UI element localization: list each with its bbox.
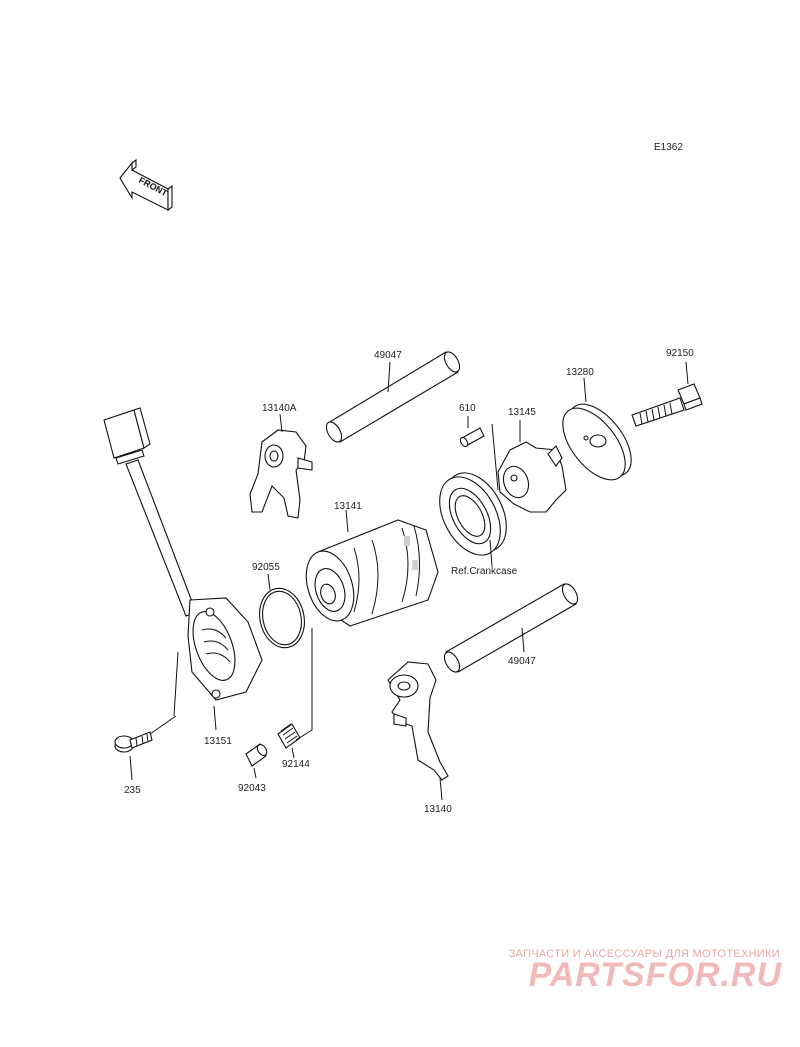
screw-235 [114, 715, 177, 781]
part-label-49047-upper: 49047 [374, 350, 402, 361]
part-label-235: 235 [124, 785, 141, 796]
o-ring-92055 [259, 573, 305, 649]
plate-13280 [562, 377, 632, 481]
spring-92144 [277, 628, 313, 759]
shift-fork-13140a [249, 413, 313, 519]
shift-rod-lower [443, 583, 579, 673]
part-label-610: 610 [459, 403, 476, 414]
watermark-logo: PARTSFOR.RU [528, 956, 782, 994]
part-label-92144: 92144 [282, 759, 310, 770]
sensor-13151 [103, 407, 263, 731]
pin-610 [459, 416, 485, 448]
part-label-92055: 92055 [252, 562, 280, 573]
watermark: ЗАПЧАСТИ И АКСЕССУАРЫ ДЛЯ МОТОТЕХНИКИ PA… [470, 948, 800, 995]
part-label-49047-lower: 49047 [508, 656, 536, 667]
front-arrow-icon: FRONT [119, 158, 173, 212]
part-label-13145: 13145 [508, 407, 536, 418]
watermark-tagline: ЗАПЧАСТИ И АКСЕССУАРЫ ДЛЯ МОТОТЕХНИКИ [508, 948, 780, 960]
part-label-13141: 13141 [334, 501, 362, 512]
part-label-92043: 92043 [238, 783, 266, 794]
part-label-13151: 13151 [204, 736, 232, 747]
part-label-13140a: 13140A [262, 403, 297, 414]
shift-fork-13140 [387, 661, 449, 801]
bolt-92150 [631, 361, 703, 427]
bearing-ref-crankcase [439, 472, 507, 567]
cam-13145 [491, 420, 567, 513]
part-label-13140: 13140 [424, 804, 452, 815]
shift-drum-13141 [305, 509, 439, 627]
pin-92043 [245, 743, 268, 779]
part-label-92150: 92150 [666, 348, 694, 359]
diagram-code: E1362 [654, 142, 683, 153]
shift-rod-upper [325, 351, 461, 443]
part-label-13280: 13280 [566, 367, 594, 378]
ref-crankcase-note: Ref.Crankcase [451, 566, 518, 577]
